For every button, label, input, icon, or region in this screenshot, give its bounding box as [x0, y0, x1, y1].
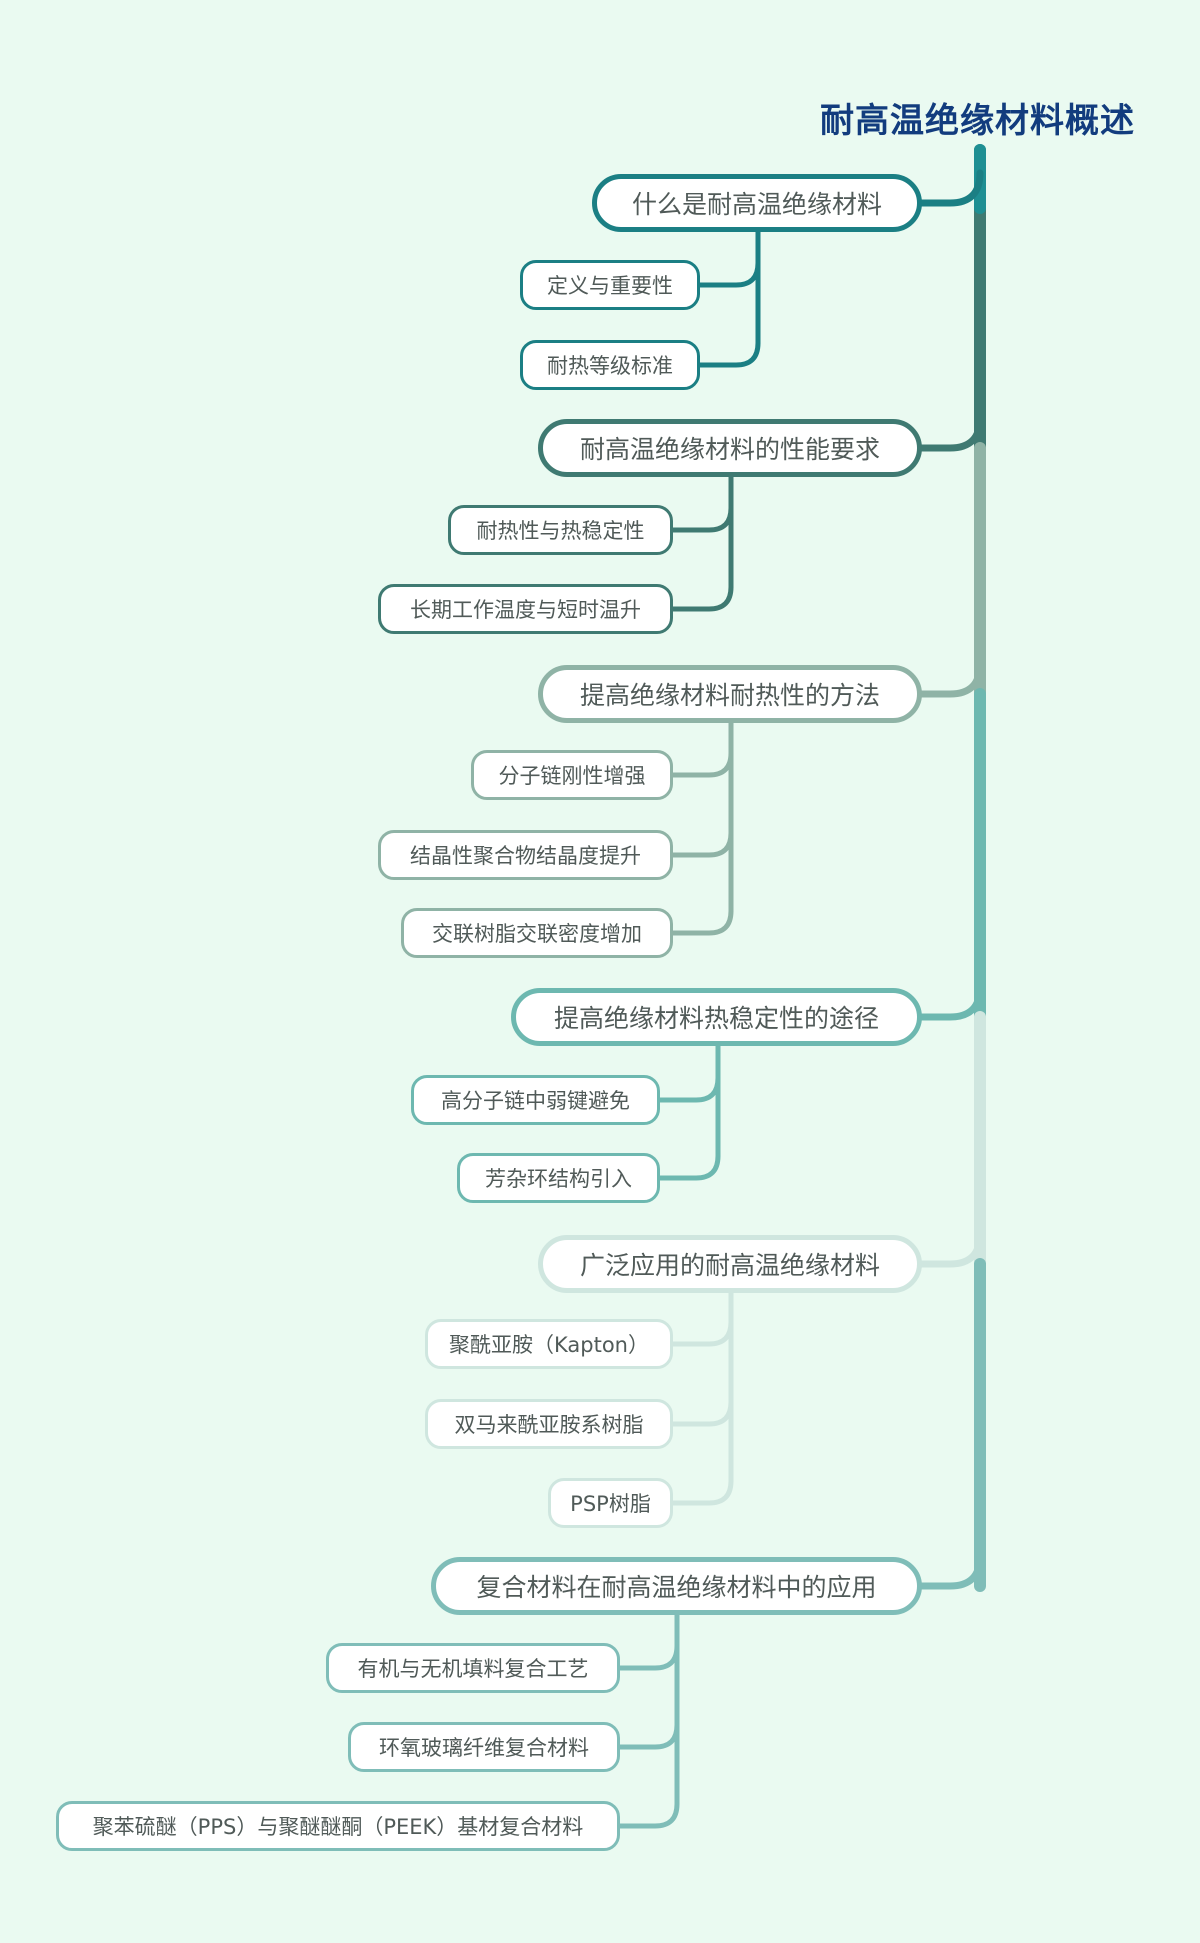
subtopic-node[interactable]: 定义与重要性 [520, 260, 700, 310]
child-connector [670, 830, 734, 858]
child-connector [617, 1643, 680, 1671]
child-connector [670, 750, 734, 778]
root-title[interactable]: 耐高温绝缘材料概述 [820, 101, 1135, 141]
child-connector [657, 1153, 721, 1181]
subtopic-node[interactable]: 聚苯硫醚（PPS）与聚醚醚酮（PEEK）基材复合材料 [56, 1801, 620, 1851]
subtopic-node[interactable]: 长期工作温度与短时温升 [378, 584, 673, 634]
topic-node[interactable]: 提高绝缘材料热稳定性的途径 [511, 988, 922, 1046]
subtopic-node[interactable]: 高分子链中弱键避免 [411, 1075, 660, 1125]
child-connector [657, 1075, 721, 1103]
topic-node[interactable]: 复合材料在耐高温绝缘材料中的应用 [431, 1557, 922, 1615]
subtopic-node[interactable]: 环氧玻璃纤维复合材料 [348, 1722, 620, 1772]
subtopic-node[interactable]: PSP树脂 [548, 1478, 673, 1528]
subtopic-node[interactable]: 芳杂环结构引入 [457, 1153, 660, 1203]
child-connector [670, 1399, 734, 1427]
child-connector [617, 1801, 680, 1829]
child-connector [670, 505, 734, 533]
subtopic-node[interactable]: 聚酰亚胺（Kapton） [425, 1319, 673, 1369]
topic-connector [918, 660, 984, 698]
subtopic-node[interactable]: 结晶性聚合物结晶度提升 [378, 830, 673, 880]
subtopic-node[interactable]: 有机与无机填料复合工艺 [326, 1643, 620, 1693]
topic-node[interactable]: 广泛应用的耐高温绝缘材料 [538, 1235, 922, 1293]
subtopic-node[interactable]: 耐热性与热稳定性 [448, 505, 673, 555]
child-connector [670, 1478, 734, 1506]
topic-connector [918, 983, 984, 1021]
child-connector [617, 1722, 680, 1750]
topic-node[interactable]: 提高绝缘材料耐热性的方法 [538, 665, 922, 723]
topic-connector [918, 169, 984, 207]
child-connector [697, 260, 761, 288]
child-connector [670, 1319, 734, 1347]
child-connector [670, 584, 734, 612]
topic-connector [918, 1552, 984, 1590]
topic-node[interactable]: 什么是耐高温绝缘材料 [592, 174, 922, 232]
subtopic-node[interactable]: 双马来酰亚胺系树脂 [425, 1399, 673, 1449]
topic-node[interactable]: 耐高温绝缘材料的性能要求 [538, 419, 922, 477]
child-connector [697, 340, 761, 368]
topic-connector [918, 1230, 984, 1268]
subtopic-node[interactable]: 交联树脂交联密度增加 [401, 908, 673, 958]
child-connector [670, 908, 734, 936]
subtopic-node[interactable]: 耐热等级标准 [520, 340, 700, 390]
topic-connector [918, 414, 984, 452]
subtopic-node[interactable]: 分子链刚性增强 [471, 750, 673, 800]
